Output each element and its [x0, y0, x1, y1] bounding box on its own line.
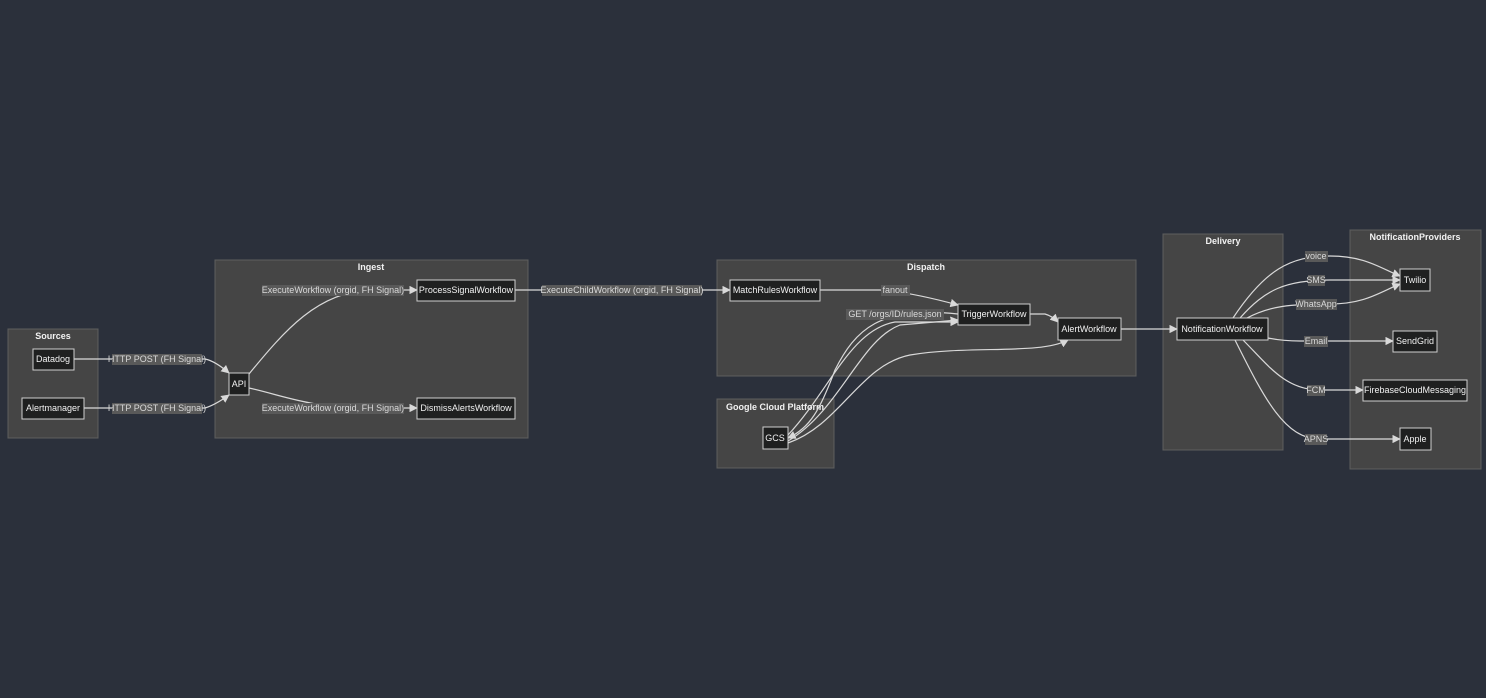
edge-label-apns: APNS: [1304, 434, 1329, 444]
edge-label-email: Email: [1305, 336, 1328, 346]
edge-match-trigger: [820, 289, 959, 308]
edge-label-match-trigger: fanout: [882, 285, 908, 295]
edge-label-process-match: ExecuteChildWorkflow (orgid, FH Signal): [541, 285, 704, 295]
cluster-gcp: Google Cloud Platform: [716, 398, 835, 469]
node-fcm[interactable]: FirebaseCloudMessaging: [1362, 379, 1468, 402]
cluster-dispatch-title: Dispatch: [907, 262, 945, 272]
cluster-delivery: Delivery: [1162, 233, 1284, 451]
edge-label-sms: SMS: [1306, 275, 1326, 285]
node-notification[interactable]: NotificationWorkflow: [1176, 317, 1269, 341]
node-gcs[interactable]: GCS: [762, 426, 789, 450]
node-api-label: API: [232, 379, 247, 389]
node-trigger-label: TriggerWorkflow: [961, 309, 1027, 319]
node-trigger[interactable]: TriggerWorkflow: [957, 303, 1031, 326]
edge-label-datadog-api: HTTP POST (FH Signal): [108, 354, 206, 364]
node-twilio-label: Twilio: [1404, 275, 1427, 285]
cluster-sources-title: Sources: [35, 331, 71, 341]
node-alert[interactable]: AlertWorkflow: [1057, 317, 1122, 341]
node-alertmanager[interactable]: Alertmanager: [21, 397, 85, 420]
edge-trigger-alert: [1030, 313, 1059, 323]
edge-label-api-dismiss: ExecuteWorkflow (orgid, FH Signal): [262, 403, 404, 413]
edge-label-gcs-trigger: GET /orgs/ID/rules.json: [848, 309, 941, 319]
node-match-rules-label: MatchRulesWorkflow: [733, 285, 818, 295]
edge-gcs-trigger-a: [787, 317, 959, 436]
node-apple-label: Apple: [1403, 434, 1426, 444]
node-sendgrid-label: SendGrid: [1396, 336, 1434, 346]
edge-datadog-api: [74, 358, 230, 374]
edge-label-voice: voice: [1305, 251, 1326, 261]
cluster-gcp-title: Google Cloud Platform: [726, 402, 824, 412]
cluster-ingest-title: Ingest: [358, 262, 385, 272]
edge-label-alertmanager-api: HTTP POST (FH Signal): [108, 403, 206, 413]
edge-alertmanager-api: [84, 394, 230, 409]
node-fcm-label: FirebaseCloudMessaging: [1364, 385, 1466, 395]
edge-label-api-process: ExecuteWorkflow (orgid, FH Signal): [262, 285, 404, 295]
cluster-sources: Sources: [7, 328, 99, 439]
edge-email: [1267, 336, 1394, 346]
node-api[interactable]: API: [228, 372, 250, 396]
node-gcs-label: GCS: [765, 433, 785, 443]
node-match-rules[interactable]: MatchRulesWorkflow: [729, 279, 821, 302]
node-apple[interactable]: Apple: [1399, 427, 1432, 451]
node-twilio[interactable]: Twilio: [1399, 268, 1431, 292]
node-dismiss-alerts-label: DismissAlertsWorkflow: [420, 403, 512, 413]
node-alertmanager-label: Alertmanager: [26, 403, 80, 413]
cluster-providers-title: NotificationProviders: [1369, 232, 1460, 242]
edge-label-whatsapp: WhatsApp: [1295, 299, 1337, 309]
cluster-delivery-title: Delivery: [1205, 236, 1240, 246]
node-dismiss-alerts[interactable]: DismissAlertsWorkflow: [416, 397, 516, 420]
node-process-signal-label: ProcessSignalWorkflow: [419, 285, 514, 295]
edge-labels: HTTP POST (FH Signal) HTTP POST (FH Sign…: [108, 251, 1337, 445]
node-notification-label: NotificationWorkflow: [1181, 324, 1263, 334]
node-sendgrid[interactable]: SendGrid: [1392, 330, 1438, 353]
edge-gcs-trigger-b: [787, 316, 959, 442]
edge-sms: [1239, 275, 1401, 319]
node-process-signal[interactable]: ProcessSignalWorkflow: [416, 279, 516, 302]
edge-gcs-alert: [787, 339, 1069, 444]
node-datadog-label: Datadog: [36, 354, 70, 364]
node-alert-label: AlertWorkflow: [1061, 324, 1117, 334]
node-datadog[interactable]: Datadog: [32, 348, 75, 371]
edge-label-fcm: FCM: [1306, 385, 1326, 395]
